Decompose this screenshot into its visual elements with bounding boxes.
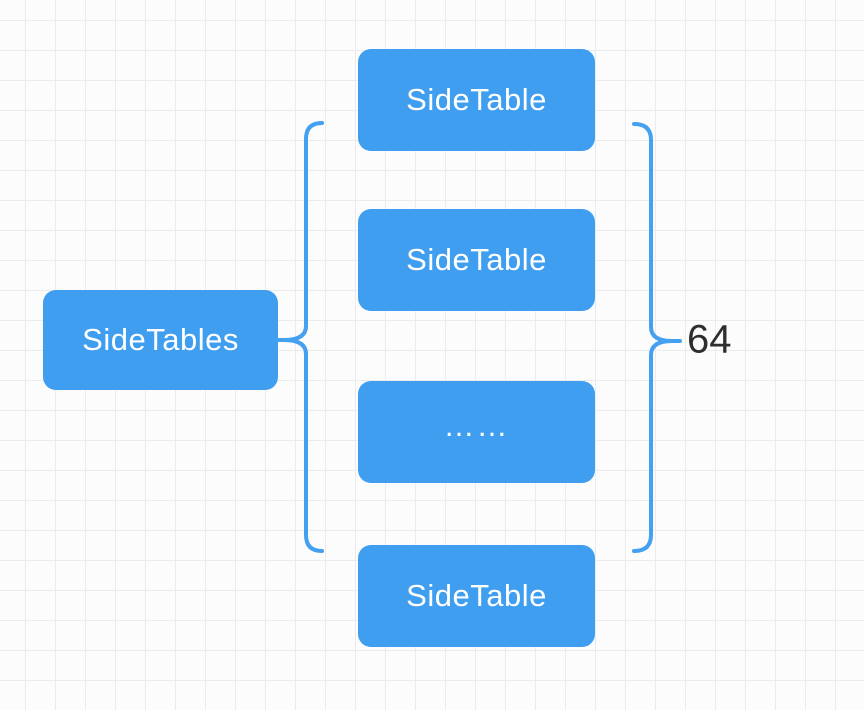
node-sidetable-1: SideTable <box>358 49 595 151</box>
node-sidetable-2-label: SideTable <box>406 242 547 277</box>
node-ellipsis: …… <box>358 381 595 483</box>
node-sidetable-1-label: SideTable <box>406 82 547 117</box>
count-label: 64 <box>687 317 732 362</box>
node-sidetables: SideTables <box>43 290 278 390</box>
node-sidetables-label: SideTables <box>82 322 239 357</box>
node-sidetable-2: SideTable <box>358 209 595 311</box>
left-brace-icon <box>282 121 324 553</box>
node-sidetable-4: SideTable <box>358 545 595 647</box>
node-sidetable-4-label: SideTable <box>406 578 547 613</box>
node-ellipsis-label: …… <box>443 408 510 443</box>
right-brace-icon <box>632 122 674 553</box>
